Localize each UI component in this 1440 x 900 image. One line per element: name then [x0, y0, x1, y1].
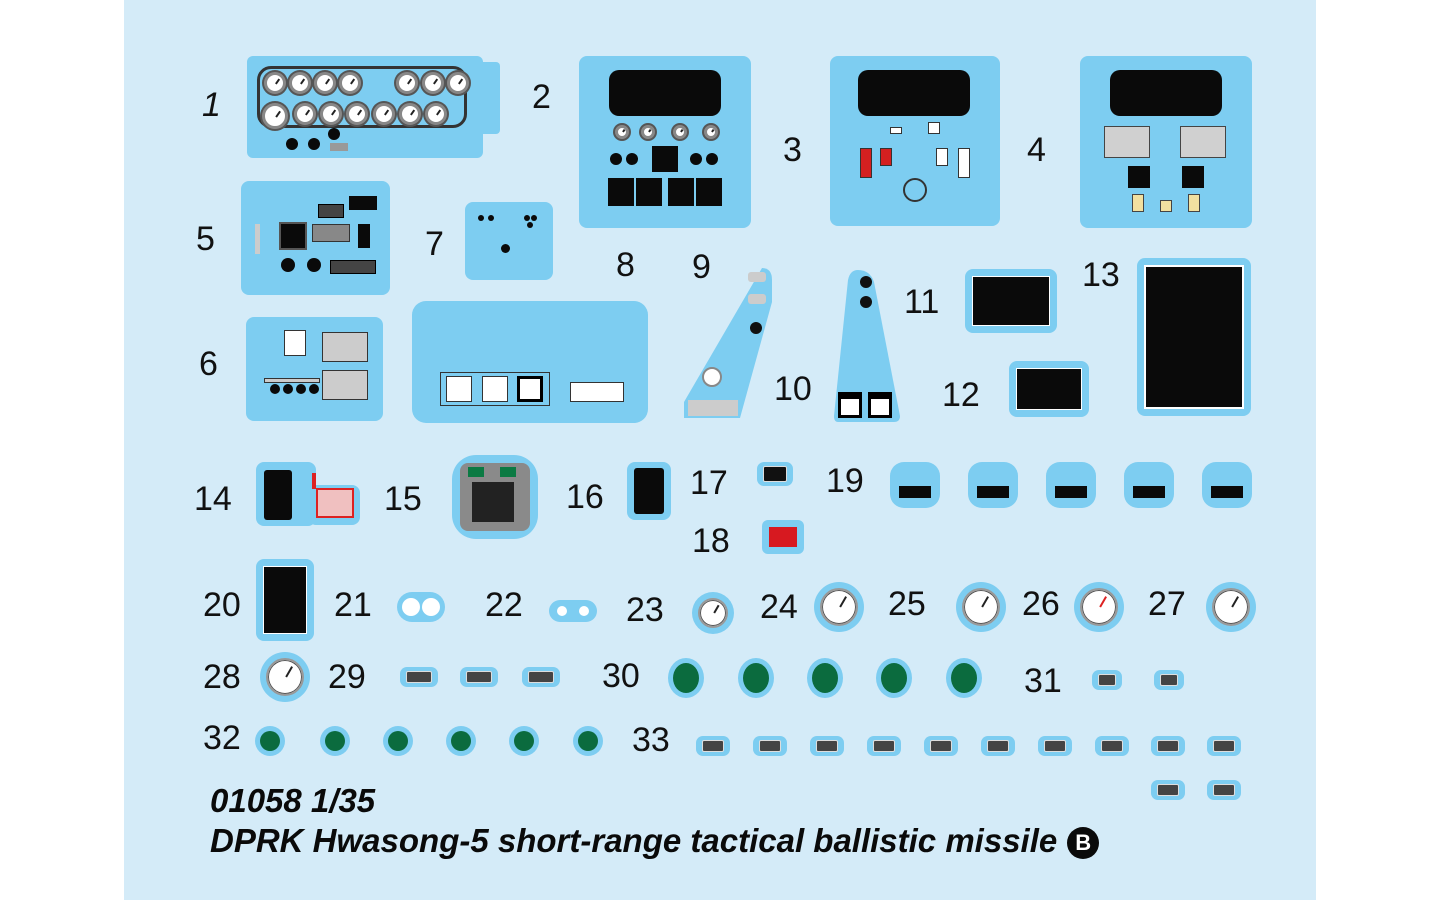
- decal-25-clock: [956, 582, 1006, 632]
- decal-17: [757, 462, 793, 486]
- decal-1-tab: [464, 62, 500, 134]
- decal-28-clock: [260, 652, 310, 702]
- decal-23-clock: [692, 592, 734, 634]
- decal-33: [810, 736, 844, 756]
- label-18: 18: [692, 522, 730, 560]
- decal-32-dot: [320, 726, 350, 756]
- label-25: 25: [888, 585, 926, 623]
- sheet-b-badge: B: [1067, 827, 1100, 860]
- decal-29: [522, 667, 560, 687]
- label-3: 3: [783, 131, 802, 169]
- decal-33: [1207, 736, 1241, 756]
- label-33: 33: [632, 721, 670, 759]
- label-20: 20: [203, 586, 241, 624]
- label-2: 2: [532, 78, 551, 116]
- label-1: 1: [202, 86, 221, 124]
- product-title-text: DPRK Hwasong-5 short-range tactical ball…: [210, 822, 1058, 859]
- decal-33: [1151, 780, 1185, 800]
- label-11: 11: [904, 283, 940, 321]
- label-26: 26: [1022, 585, 1060, 623]
- label-4: 4: [1027, 131, 1046, 169]
- label-32: 32: [203, 719, 241, 757]
- decal-33: [1207, 780, 1241, 800]
- label-6: 6: [199, 345, 218, 383]
- label-21: 21: [334, 586, 372, 624]
- decal-32-dot: [573, 726, 603, 756]
- decal-33: [1038, 736, 1072, 756]
- decal-30-dot: [946, 658, 982, 698]
- decal-22: [549, 600, 597, 622]
- label-22: 22: [485, 586, 523, 624]
- label-30: 30: [602, 657, 640, 695]
- decal-27-clock: [1206, 582, 1256, 632]
- decal-19-group: [890, 462, 1270, 508]
- decal-32-dot: [255, 726, 285, 756]
- decal-30-dot: [807, 658, 843, 698]
- label-5: 5: [196, 220, 215, 258]
- decal-32-dot: [509, 726, 539, 756]
- decal-33: [924, 736, 958, 756]
- label-7: 7: [425, 225, 444, 263]
- decal-33: [753, 736, 787, 756]
- label-31: 31: [1024, 662, 1062, 700]
- product-title: DPRK Hwasong-5 short-range tactical ball…: [210, 822, 1100, 860]
- decal-33: [1151, 736, 1185, 756]
- label-19: 19: [826, 462, 864, 500]
- label-13: 13: [1082, 256, 1120, 294]
- decal-26-clock: [1074, 582, 1124, 632]
- label-28: 28: [203, 658, 241, 696]
- label-23: 23: [626, 591, 664, 629]
- label-9: 9: [692, 248, 711, 286]
- decal-24-clock: [814, 582, 864, 632]
- product-code: 01058 1/35: [210, 782, 376, 819]
- decal-32-dot: [383, 726, 413, 756]
- decal-33: [1095, 736, 1129, 756]
- label-8: 8: [616, 246, 635, 284]
- decal-33: [867, 736, 901, 756]
- decal-32-dot: [446, 726, 476, 756]
- decal-9-fin: [684, 268, 772, 418]
- decal-7-panel: [465, 202, 553, 280]
- decal-8-panel: [412, 301, 648, 423]
- decal-30-dot: [876, 658, 912, 698]
- decal-sheet: 1 2 3 4 5 6 7 8 9 10 11 12 13 14 15 16 1…: [124, 0, 1316, 900]
- label-17: 17: [690, 464, 728, 502]
- decal-29: [400, 667, 438, 687]
- label-14: 14: [194, 480, 232, 518]
- label-12: 12: [942, 376, 980, 414]
- label-24: 24: [760, 588, 798, 626]
- label-15: 15: [384, 480, 422, 518]
- label-29: 29: [328, 658, 366, 696]
- decal-33: [981, 736, 1015, 756]
- decal-30-dot: [738, 658, 774, 698]
- decal-31: [1092, 670, 1122, 690]
- label-16: 16: [566, 478, 604, 516]
- decal-31: [1154, 670, 1184, 690]
- decal-33: [696, 736, 730, 756]
- label-27: 27: [1148, 585, 1186, 623]
- decal-29: [460, 667, 498, 687]
- decal-1-frame: [257, 66, 467, 128]
- label-10: 10: [774, 370, 812, 408]
- decal-30-dot: [668, 658, 704, 698]
- decal-10-fin: [834, 270, 900, 422]
